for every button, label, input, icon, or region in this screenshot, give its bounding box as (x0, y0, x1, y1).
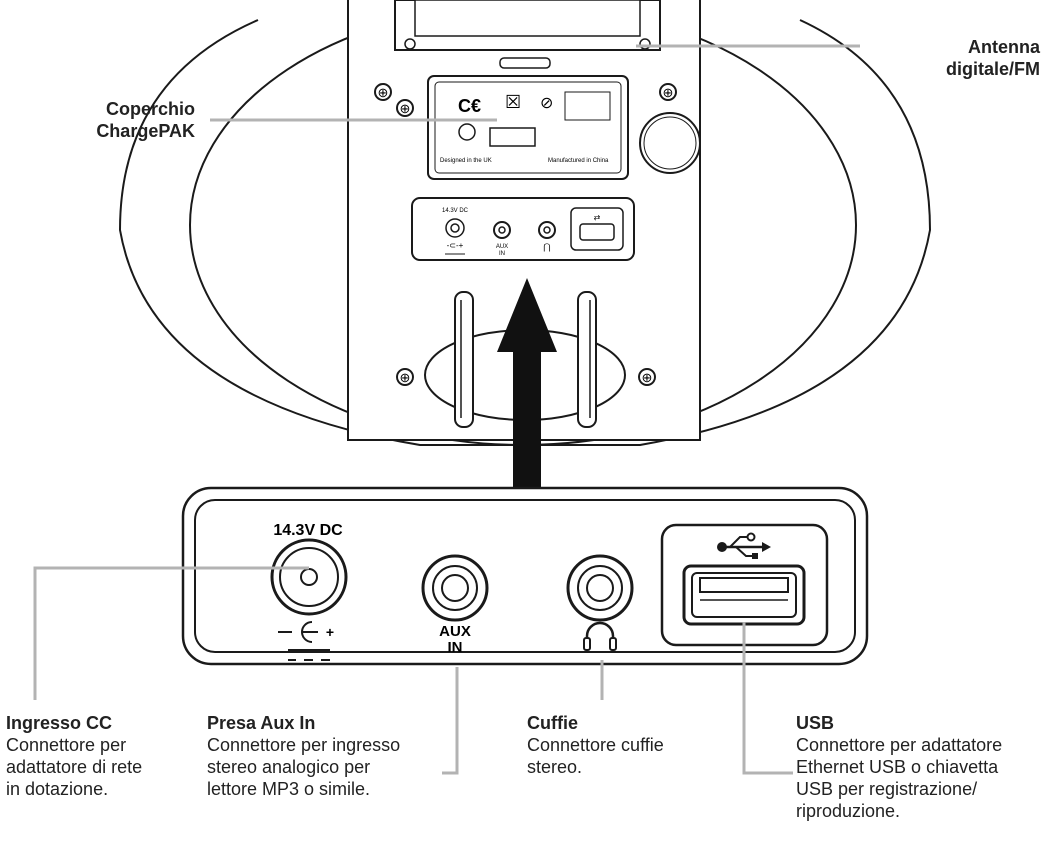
sticker-made-text: Manufactured in China (548, 158, 609, 164)
zoom-arrow (497, 278, 557, 488)
sticker-designed-text: Designed in the UK (440, 158, 492, 164)
antenna-handle (394, 0, 661, 69)
headphone-jack (566, 554, 634, 651)
usb-icon (717, 532, 771, 559)
leader-aux (442, 667, 459, 775)
svg-text:IN: IN (499, 251, 505, 257)
callout-headphones: Cuffie Connettore cuffie stereo. (527, 712, 727, 778)
screw-icon: ⊕ (638, 368, 656, 386)
left-slot (454, 291, 474, 428)
svg-text:⊕: ⊕ (642, 370, 653, 385)
screw-icon: ⊕ (374, 83, 392, 101)
callout-aux-title: Presa Aux In (207, 713, 316, 733)
screw-icon: ⊕ (396, 99, 414, 117)
aux-jack: AUX IN (421, 554, 489, 656)
callout-dc-input: Ingresso CC Connettore per adattatore di… (6, 712, 196, 800)
svg-text:14.3V DC: 14.3V DC (442, 208, 469, 214)
svg-text:⊕: ⊕ (663, 85, 674, 100)
svg-text:⇄: ⇄ (594, 213, 601, 222)
svg-text:☒: ☒ (505, 92, 521, 112)
round-knob (639, 112, 701, 174)
dc-jack: 14.3V DC + (270, 522, 348, 661)
screw-icon: ⊕ (659, 83, 677, 101)
chargepak-cover: C€ ☒ ⊘ Designed in the UK Manufactured i… (427, 75, 629, 180)
callout-cover-title: Coperchio ChargePAK (96, 99, 195, 141)
svg-text:⊕: ⊕ (378, 85, 389, 100)
callout-headphones-desc: Connettore cuffie stereo. (527, 735, 664, 777)
svg-text:-⊂-+: -⊂-+ (447, 241, 464, 250)
right-slot (577, 291, 597, 428)
screw-icon: ⊕ (396, 368, 414, 386)
aux-label-2: IN (448, 639, 463, 656)
aux-label-1: AUX (439, 623, 471, 640)
svg-text:⊕: ⊕ (400, 370, 411, 385)
usb-port (660, 523, 829, 647)
callout-aux-in: Presa Aux In Connettore per ingresso ste… (207, 712, 457, 800)
callout-dc-desc: Connettore per adattatore di rete in dot… (6, 735, 143, 799)
callout-antenna: Antenna digitale/FM (880, 36, 1040, 80)
svg-text:AUX: AUX (496, 244, 508, 250)
callout-aux-desc: Connettore per ingresso stereo analogico… (207, 735, 401, 799)
svg-text:C€: C€ (458, 96, 481, 116)
leader-lines (33, 44, 860, 775)
svg-text:⊕: ⊕ (400, 101, 411, 116)
callout-usb-title: USB (796, 713, 835, 733)
leader-usb (742, 622, 793, 775)
callout-chargepak-cover: Coperchio ChargePAK (45, 98, 195, 142)
svg-text:⊘: ⊘ (540, 95, 553, 112)
callout-usb-desc: Connettore per adattatore Ethernet USB o… (796, 735, 1003, 821)
callout-antenna-title: Antenna digitale/FM (946, 37, 1040, 79)
dc-voltage-label: 14.3V DC (273, 522, 343, 539)
headphones-icon (583, 621, 617, 651)
svg-text:⋂: ⋂ (543, 242, 550, 252)
svg-text:+: + (326, 624, 334, 640)
callout-headphones-title: Cuffie (527, 713, 578, 733)
leader-dc (33, 566, 309, 700)
small-connector-panel: 14.3V DC -⊂-+ AUX IN ⋂ ⇄ (411, 197, 635, 261)
callout-usb: USB Connettore per adattatore Ethernet U… (796, 712, 1048, 843)
callout-dc-title: Ingresso CC (6, 713, 113, 733)
